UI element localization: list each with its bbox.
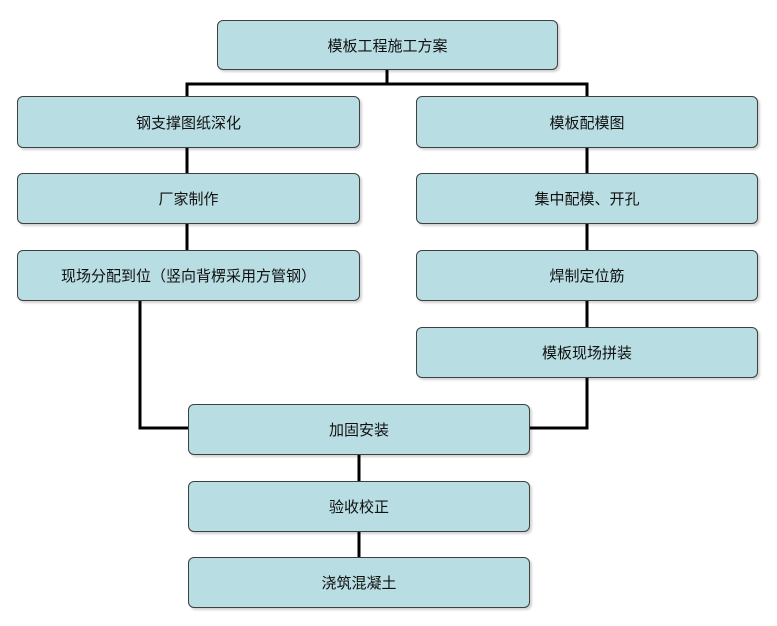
node-label: 厂家制作 xyxy=(158,190,219,208)
node-factory-fabrication: 厂家制作 xyxy=(17,173,360,224)
node-label: 加固安装 xyxy=(328,421,389,439)
node-label: 模板配模图 xyxy=(549,113,625,132)
connector-top-split xyxy=(185,68,589,98)
node-centralized-formwork-drilling: 集中配模、开孔 xyxy=(416,173,758,224)
node-formwork-layout-drawing: 模板配模图 xyxy=(416,96,758,148)
node-label: 模板现场拼装 xyxy=(541,344,632,362)
node-welding-positioning-bars: 焊制定位筋 xyxy=(416,250,758,301)
node-onsite-formwork-assembly: 模板现场拼装 xyxy=(416,327,758,378)
node-label: 焊制定位筋 xyxy=(549,267,625,285)
node-label: 验收校正 xyxy=(328,498,389,516)
node-label: 集中配模、开孔 xyxy=(534,190,640,208)
node-label: 钢支撑图纸深化 xyxy=(135,113,241,132)
node-construction-plan: 模板工程施工方案 xyxy=(217,20,558,70)
node-site-distribution: 现场分配到位（竖向背楞采用方管钢） xyxy=(17,250,360,301)
node-reinforcement-installation: 加固安装 xyxy=(188,404,530,455)
node-concrete-pouring: 浇筑混凝土 xyxy=(188,557,530,608)
node-label: 现场分配到位（竖向背楞采用方管钢） xyxy=(60,267,316,285)
node-steel-support-drawing: 钢支撑图纸深化 xyxy=(17,96,360,148)
connector-right-merge xyxy=(528,376,589,430)
connector-left-merge xyxy=(138,299,190,430)
node-label: 浇筑混凝土 xyxy=(321,574,397,592)
node-label: 模板工程施工方案 xyxy=(327,36,448,55)
node-inspection-correction: 验收校正 xyxy=(188,481,530,532)
